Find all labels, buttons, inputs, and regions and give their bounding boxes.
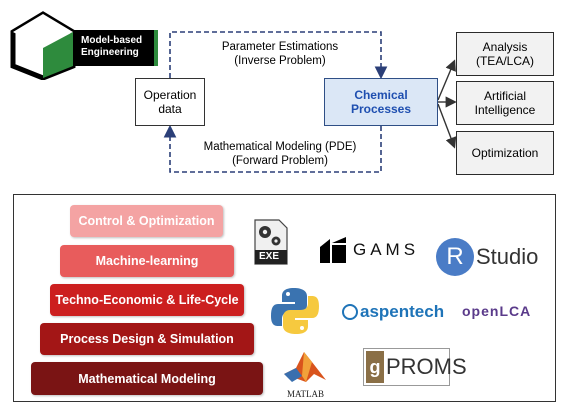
aspentech-logo: aspentech bbox=[342, 302, 447, 324]
pyramid-bar-machine-learning: Machine-learning bbox=[60, 245, 234, 277]
studio-label: Studio bbox=[476, 244, 539, 269]
matlab-label: MATLAB bbox=[287, 389, 325, 399]
logo-title: Model-based Engineering bbox=[74, 30, 158, 66]
gproms-logo: g PROMS bbox=[363, 348, 467, 386]
r-circle-icon: R bbox=[436, 238, 474, 276]
gams-label: GAMS bbox=[353, 240, 420, 259]
analysis-box: Analysis(TEA/LCA) bbox=[456, 32, 554, 76]
rstudio-logo: R Studio bbox=[436, 238, 546, 278]
pyramid-bar-control: Control & Optimization bbox=[70, 205, 223, 237]
model-based-engineering-logo-icon bbox=[10, 11, 76, 80]
aspentech-label: aspentech bbox=[360, 302, 445, 321]
tools-panel bbox=[13, 194, 556, 402]
parameter-estimations-label: Parameter Estimations(Inverse Problem) bbox=[221, 41, 339, 67]
python-icon bbox=[271, 288, 319, 334]
pyramid-bar-mathematical-modeling: Mathematical Modeling bbox=[31, 362, 263, 395]
gproms-label: PROMS bbox=[386, 354, 467, 379]
pyramid-bar-process-design: Process Design & Simulation bbox=[40, 323, 254, 355]
pyramid-bar-techno-economic: Techno-Economic & Life-Cycle bbox=[50, 284, 244, 316]
gams-logo: GAMS bbox=[318, 235, 418, 265]
flow-arrows bbox=[163, 31, 457, 173]
openlca-label: openLCA bbox=[462, 303, 532, 319]
exe-label: EXE bbox=[259, 251, 280, 262]
openlca-logo: openLCA bbox=[462, 303, 532, 323]
exe-icon: EXE bbox=[253, 218, 289, 266]
logo-line2: Engineering bbox=[81, 47, 139, 58]
matlab-icon bbox=[284, 352, 326, 382]
gproms-g-icon: g bbox=[366, 351, 384, 383]
logo-line1: Model-based bbox=[81, 35, 143, 46]
gams-icon bbox=[318, 235, 348, 265]
aspentech-icon bbox=[342, 304, 358, 320]
mathematical-modeling-label: Mathematical Modeling (PDE)(Forward Prob… bbox=[203, 141, 357, 167]
optimization-box: Optimization bbox=[456, 131, 554, 175]
